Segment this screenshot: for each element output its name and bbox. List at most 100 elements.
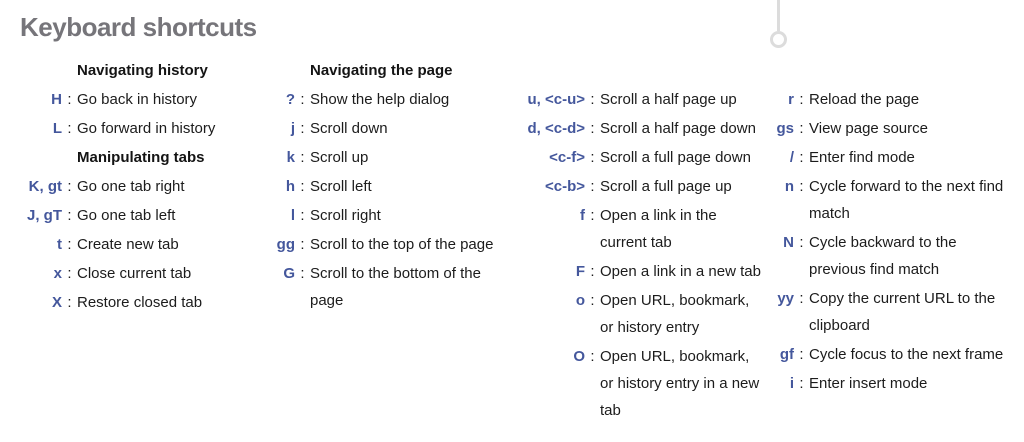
anchor-marker-circle [770,31,787,48]
shortcut-keys: L [52,120,62,137]
shortcut-row: N: Cycle backward to the previous find ma… [730,229,1014,283]
shortcut-keys: j [290,120,295,137]
shortcut-description: Scroll a full page up [600,178,732,195]
shortcut-separator: : [300,91,305,108]
shortcut-keys: u, <c-u> [527,91,585,108]
shortcut-keys: d, <c-d> [527,120,585,137]
shortcut-row: d, <c-d>: Scroll a half page down [498,115,764,142]
shortcut-keys: yy [777,290,794,307]
shortcut-row: <c-f>:Scroll a full page down [498,144,764,171]
shortcut-keys: ? [285,91,295,108]
page-title: Keyboard shortcuts [20,12,257,42]
shortcut-separator: : [590,263,595,280]
shortcut-keys: i [789,375,794,392]
shortcut-keys: G [283,265,295,282]
shortcut-separator: : [67,120,72,137]
shortcut-row: r:Reload the page [730,86,1014,113]
shortcut-description: Scroll a full page down [600,149,751,166]
shortcut-row: J, gT: Go one tab left [8,202,292,229]
anchor-marker-line [777,0,780,31]
shortcut-description: Show the help dialog [310,91,450,108]
shortcut-description: Go one tab right [77,178,185,195]
shortcut-row: j: Scroll down [230,115,505,142]
shortcut-separator: : [67,91,72,108]
shortcut-keys: H [51,91,62,108]
shortcut-description: Scroll up [310,149,369,166]
shortcut-description: Open a link in a new tab [600,263,761,280]
shortcut-row: F: Open a link in a new tab [498,258,764,285]
shortcut-keys: l [290,207,295,224]
shortcut-separator: : [799,234,804,251]
shortcut-separator: : [67,207,72,224]
shortcut-keys: F [575,263,585,280]
shortcut-separator: : [799,178,804,195]
shortcut-separator: : [67,236,72,253]
shortcut-row: o:Open URL, bookmark, or history entry [498,287,764,341]
shortcut-separator: : [799,290,804,307]
shortcut-description: View page source [809,120,928,137]
shortcut-column-2: Navigating the page?: Show the help dialo… [230,57,505,316]
shortcut-row: x:Close current tab [8,260,292,287]
shortcut-separator: : [799,91,804,108]
shortcut-separator: : [590,292,595,309]
shortcut-keys: gf [779,346,794,363]
shortcut-description: Open URL, bookmark, or history entry [600,292,750,336]
shortcut-description: Go forward in history [77,120,216,137]
shortcut-row: X:Restore closed tab [8,289,292,316]
section-header: Navigating the page [310,62,453,79]
shortcut-separator: : [590,91,595,108]
shortcut-separator: : [300,265,305,282]
shortcut-keys: gg [276,236,295,253]
shortcut-row: O:Open URL, bookmark, or history entry i… [498,343,764,424]
shortcut-description: Scroll right [310,207,381,224]
shortcut-keys: K, gt [28,178,62,195]
shortcut-separator: : [67,294,72,311]
shortcut-separator: : [590,120,595,137]
shortcut-description: Create new tab [77,236,179,253]
shortcut-row: yy:Copy the current URL to the clipboard [730,285,1014,339]
shortcut-description: Scroll down [310,120,388,137]
shortcut-keys: t [57,236,62,253]
shortcut-row: h: Scroll left [230,173,505,200]
shortcut-description: Reload the page [809,91,920,108]
shortcut-row: gg: Scroll to the top of the page [230,231,505,258]
section-header: Manipulating tabs [77,149,205,166]
shortcut-separator: : [300,207,305,224]
shortcut-description: Enter find mode [809,149,915,166]
shortcut-row: n:Cycle forward to the next find match [730,173,1014,227]
shortcut-separator: : [300,120,305,137]
shortcut-description: Scroll left [310,178,372,195]
shortcut-keys: N [783,234,794,251]
shortcut-row: gs:View page source [730,115,1014,142]
shortcut-description: Open URL, bookmark, or history entry in … [600,348,760,419]
shortcut-separator: : [590,207,595,224]
shortcut-keys: f [580,207,585,224]
shortcut-row: <c-b>:Scroll a full page up [498,173,764,200]
shortcut-row: L: Go forward in history [8,115,292,142]
shortcut-description: Scroll to the top of the page [310,236,494,253]
shortcut-separator: : [799,346,804,363]
shortcut-row: f:Open a link in the current tab [498,202,764,256]
shortcut-row: k:Scroll up [230,144,505,171]
shortcut-row: i:Enter insert mode [730,370,1014,397]
shortcut-separator: : [67,178,72,195]
shortcut-description: Go one tab left [77,207,176,224]
shortcut-separator: : [300,178,305,195]
shortcut-keys: k [286,149,295,166]
shortcut-row: ?: Show the help dialog [230,86,505,113]
shortcut-description: Scroll a half page down [600,120,756,137]
shortcut-keys: h [285,178,295,195]
shortcut-description: Scroll to the bottom of the page [310,265,481,309]
shortcut-separator: : [799,120,804,137]
shortcut-separator: : [67,265,72,282]
shortcut-keys: J, gT [26,207,62,224]
shortcut-column-3: u, <c-u>: Scroll a half page up d, <c-d>: S… [498,86,764,426]
shortcut-separator: : [300,236,305,253]
shortcut-row: /:Enter find mode [730,144,1014,171]
shortcut-keys: O [573,348,585,365]
shortcut-description: Close current tab [77,265,192,282]
section-header: Navigating history [77,62,208,79]
shortcut-description: Scroll a half page up [600,91,737,108]
shortcut-description: Cycle backward to the previous find matc… [809,234,957,278]
